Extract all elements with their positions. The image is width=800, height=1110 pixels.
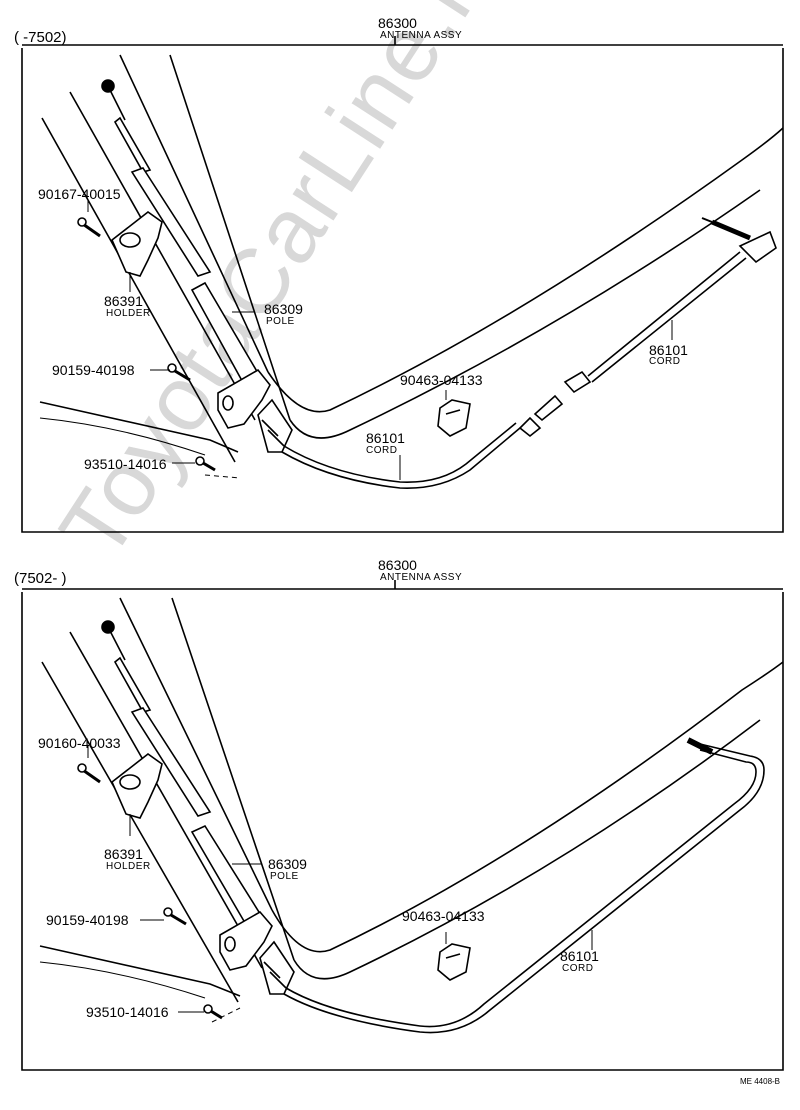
panel-1-assy-number: 86300	[378, 15, 417, 31]
part-name: POLE	[266, 316, 295, 327]
part-label: 90463-04133	[400, 372, 483, 388]
panel-2-range: (7502- )	[14, 570, 67, 587]
part-name: CORD	[366, 445, 398, 456]
document-reference: ME 4408-B	[740, 1077, 781, 1086]
part-label: 86101	[366, 430, 405, 446]
panel-2-assy-number: 86300	[378, 557, 417, 573]
part-label: 86101	[560, 948, 599, 964]
panel-2-assy-name: ANTENNA ASSY	[380, 572, 463, 583]
part-name: HOLDER	[106, 861, 151, 872]
part-label: 90159-40198	[46, 912, 129, 928]
part-name: CORD	[649, 356, 681, 367]
part-label: 90463-04133	[402, 908, 485, 924]
panel-1-range: ( -7502)	[14, 29, 67, 46]
part-label: 90160-40033	[38, 735, 121, 751]
part-name: HOLDER	[106, 308, 151, 319]
panel-1-assy-name: ANTENNA ASSY	[380, 30, 463, 41]
part-label: 90159-40198	[52, 362, 135, 378]
part-label: 86391	[104, 293, 143, 309]
part-name: POLE	[270, 871, 299, 882]
part-name: CORD	[562, 963, 594, 974]
panel-2-frame	[21, 592, 784, 1071]
part-label: 86309	[268, 856, 307, 872]
part-label: 86309	[264, 301, 303, 317]
part-label: 93510-14016	[86, 1004, 169, 1020]
panel-1-frame	[21, 48, 784, 533]
part-label: 93510-14016	[84, 456, 167, 472]
part-label: 86391	[104, 846, 143, 862]
part-label: 90167-40015	[38, 186, 121, 202]
part-label: 86101	[649, 342, 688, 358]
